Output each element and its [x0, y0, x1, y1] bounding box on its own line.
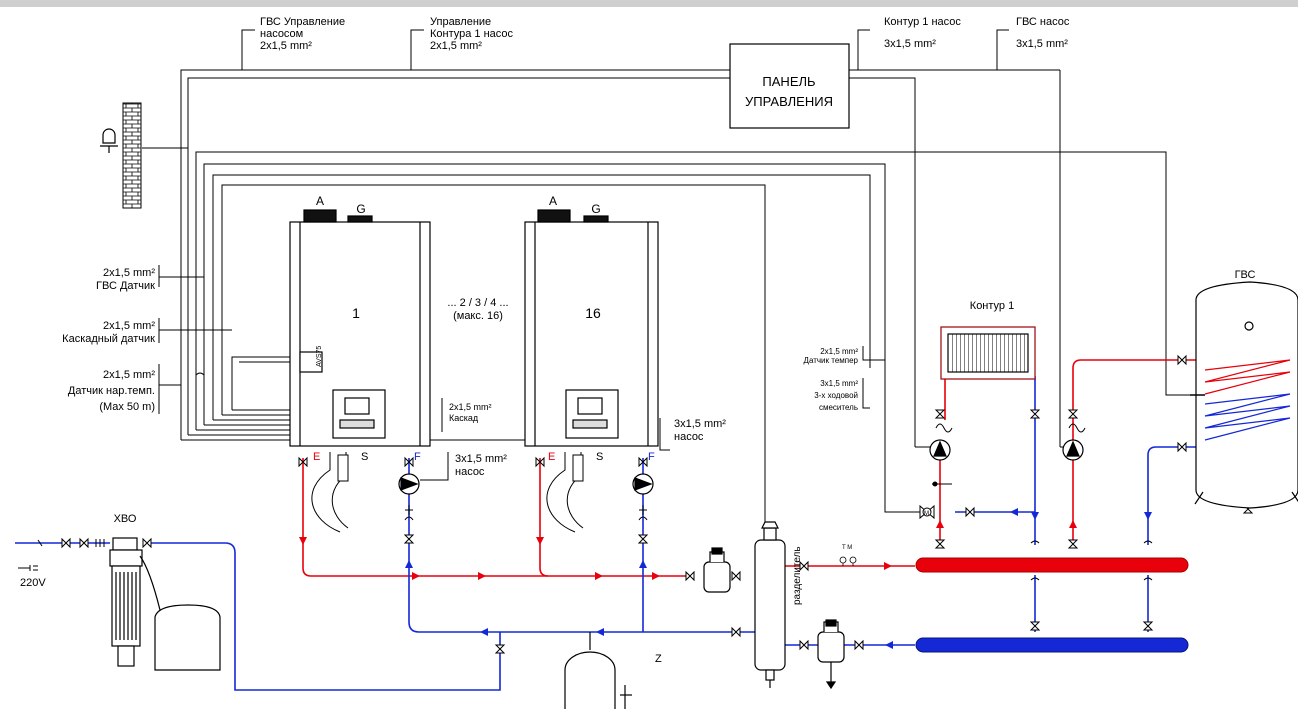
hot-manifold	[915, 557, 1189, 573]
valves	[61, 354, 1254, 654]
svg-text:3-х ходовой: 3-х ходовой	[814, 391, 858, 400]
separator-label: разделитель	[792, 546, 803, 605]
pumps	[398, 439, 1084, 495]
expansion-vessel	[564, 632, 632, 709]
circuit1-title: Контур 1	[970, 300, 1014, 312]
cascade-cable-1: 2х1,5 mm²	[449, 402, 492, 412]
cold-pipes	[15, 375, 1196, 691]
circuit1-pump-control-label: Управление	[430, 16, 491, 28]
svg-text:ГВС Датчик: ГВС Датчик	[96, 280, 155, 292]
port-g-16: G	[591, 202, 600, 216]
port-a-1: A	[316, 194, 324, 208]
radiator	[940, 326, 1036, 380]
gauge-letters: T M	[842, 545, 852, 551]
circuit-temp-sensor	[932, 481, 952, 487]
boiler-16-number: 16	[585, 305, 601, 321]
circuit1-pump-label: Контур 1 насос	[884, 16, 961, 28]
boiler-16	[524, 209, 659, 447]
svg-text:2х1,5 mm²: 2х1,5 mm²	[103, 320, 155, 332]
three-way-mixer	[919, 504, 935, 520]
svg-text:насос: насос	[674, 431, 704, 443]
svg-text:F: F	[414, 451, 421, 463]
voltage-label: 220V	[20, 577, 46, 589]
boiler-1	[289, 209, 431, 447]
water-inlet	[37, 539, 105, 547]
svg-text:2х1,5 mm²: 2х1,5 mm²	[103, 267, 155, 279]
svg-text:Датчик темпер: Датчик темпер	[804, 356, 859, 365]
svg-text:Датчик нар.темп.: Датчик нар.темп.	[68, 385, 155, 397]
outdoor-sensor-icon	[100, 128, 118, 153]
top-bar	[0, 0, 1298, 7]
svg-text:2х1,5 mm²: 2х1,5 mm²	[820, 347, 858, 356]
power-plug-icon	[18, 565, 38, 571]
svg-text:2х1,5 mm²: 2х1,5 mm²	[103, 369, 155, 381]
control-panel-label-1: ПАНЕЛЬ	[762, 74, 815, 89]
svg-text:3х1,5 mm²: 3х1,5 mm²	[674, 418, 726, 430]
svg-text:(Max 50 m): (Max 50 m)	[99, 401, 155, 413]
svg-text:насос: насос	[455, 466, 485, 478]
dirt-separators	[703, 547, 845, 690]
dhw-pump-control-label: ГВС Управление	[260, 16, 345, 28]
circuit-cable-labels: 2х1,5 mm² Датчик темпер 3х1,5 mm² 3-х хо…	[804, 347, 859, 412]
between-boilers-1: ... 2 / 3 / 4 ...	[447, 297, 508, 309]
svg-text:S: S	[361, 451, 368, 463]
port-letters: E S F E S F	[313, 451, 655, 463]
cold-manifold	[915, 637, 1189, 653]
boiler-drains	[311, 452, 584, 533]
pipe-break-marks	[195, 372, 1153, 581]
z-mark: Z	[655, 653, 662, 665]
tank-hot-coil	[1204, 359, 1291, 395]
svg-text:Каскадный датчик: Каскадный датчик	[62, 333, 155, 345]
hydraulic-separator	[754, 521, 786, 688]
dhw-tank-label: ГВС	[1235, 269, 1256, 281]
svg-text:насосом: насосом	[260, 28, 303, 40]
svg-text:2х1,5 mm²: 2х1,5 mm²	[430, 40, 482, 52]
svg-text:S: S	[596, 451, 603, 463]
svg-text:3х1,5 mm²: 3х1,5 mm²	[455, 453, 507, 465]
svg-text:смеситель: смеситель	[819, 403, 858, 412]
svg-text:3х1,5 mm²: 3х1,5 mm²	[820, 379, 858, 388]
port-a-16: A	[549, 194, 557, 208]
avs75-label: AVS75	[316, 346, 323, 367]
port-g-1: G	[356, 202, 365, 216]
svg-text:E: E	[548, 451, 555, 463]
pump-cable-labels: 3х1,5 mm² насос 3х1,5 mm² насос	[455, 418, 726, 478]
wall	[122, 102, 142, 209]
cascade-cable-2: Каскад	[449, 413, 479, 423]
control-panel-label-2: УПРАВЛЕНИЯ	[745, 94, 833, 109]
tank-cold-coil	[1204, 393, 1291, 441]
hot-pipes	[302, 330, 1196, 577]
flow-arrows	[299, 508, 1152, 649]
sensor-labels: 2х1,5 mm² ГВС Датчик 2х1,5 mm² Каскадный…	[62, 267, 155, 413]
boiler-1-number: 1	[352, 305, 360, 321]
check-valves	[404, 423, 1086, 521]
svg-text:Контура 1 насос: Контура 1 насос	[430, 28, 514, 40]
svg-text:3х1,5 mm²: 3х1,5 mm²	[1016, 38, 1068, 50]
control-wiring	[142, 29, 1196, 540]
between-boilers-2: (макс. 16)	[453, 310, 503, 322]
svg-text:3х1,5 mm²: 3х1,5 mm²	[884, 38, 936, 50]
control-panel	[729, 43, 850, 129]
svg-text:E: E	[313, 451, 320, 463]
svg-text:F: F	[648, 451, 655, 463]
dhw-tank	[1194, 281, 1298, 509]
svg-text:2х1,5 mm²: 2х1,5 mm²	[260, 40, 312, 52]
water-treatment-label: ХВО	[114, 513, 137, 525]
gauges	[839, 556, 857, 566]
mixer-letter: M	[924, 511, 929, 517]
dhw-pump-label: ГВС насос	[1016, 16, 1070, 28]
water-treatment	[109, 537, 221, 671]
top-labels: ГВС Управление насосом 2х1,5 mm² Управле…	[260, 16, 1070, 52]
